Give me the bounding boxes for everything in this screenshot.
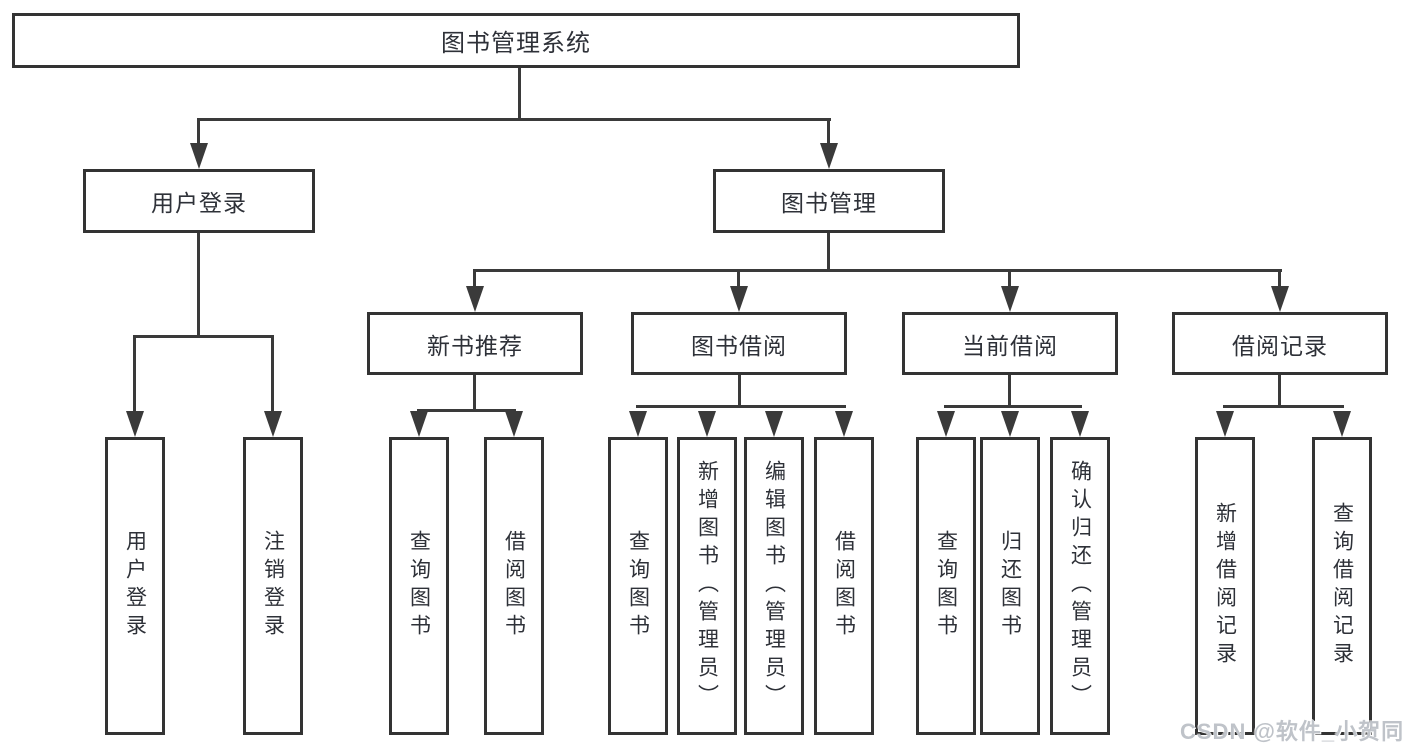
arrow-down-icon (1001, 411, 1019, 437)
connector-line (1008, 375, 1011, 407)
arrow-down-icon (730, 286, 748, 312)
arrow-down-icon (1216, 411, 1234, 437)
node-label: 注销登录 (261, 530, 285, 642)
node-label: 用户登录 (151, 190, 247, 216)
node-label: 归还图书 (998, 530, 1022, 642)
connector-line (1223, 405, 1344, 408)
arrow-down-icon (126, 411, 144, 437)
node-logout: 注销登录 (243, 437, 303, 735)
node-borrowing-records: 借阅记录 (1172, 312, 1388, 375)
arrow-down-icon (505, 411, 523, 437)
arrow-down-icon (835, 411, 853, 437)
node-query-borrow-record: 查询借阅记录 (1312, 437, 1372, 735)
connector-line (197, 118, 831, 121)
arrow-down-icon (629, 411, 647, 437)
node-confirm-return-admin: 确认归还（管理员） (1050, 437, 1110, 735)
arrow-down-icon (466, 286, 484, 312)
node-query-books-current: 查询图书 (916, 437, 976, 735)
node-borrow-books: 借阅图书 (814, 437, 874, 735)
node-label: 确认归还（管理员） (1068, 460, 1092, 712)
arrow-down-icon (698, 411, 716, 437)
node-label: 借阅记录 (1232, 332, 1328, 359)
node-label: 查询借阅记录 (1330, 502, 1354, 670)
node-add-borrow-record: 新增借阅记录 (1195, 437, 1255, 735)
arrow-down-icon (190, 143, 208, 169)
csdn-watermark: CSDN @软件_小贺同学 (1180, 719, 1405, 744)
connector-line (133, 335, 274, 338)
connector-line (1278, 375, 1281, 407)
connector-line (417, 409, 516, 412)
node-label: 查询图书 (934, 530, 958, 642)
node-new-book-recommendation: 新书推荐 (367, 312, 583, 375)
node-user-login-leaf: 用户登录 (105, 437, 165, 735)
node-label: 新增借阅记录 (1213, 502, 1237, 670)
node-query-books-recommend: 查询图书 (389, 437, 449, 735)
connector-line (473, 269, 1282, 272)
connector-line (1278, 269, 1281, 289)
node-label: 用户登录 (123, 530, 147, 642)
connector-line (518, 68, 521, 120)
connector-line (197, 118, 200, 146)
connector-line (1008, 269, 1011, 289)
node-label: 图书管理系统 (441, 30, 591, 57)
arrow-down-icon (264, 411, 282, 437)
connector-line (944, 405, 1082, 408)
arrow-down-icon (1271, 286, 1289, 312)
node-label: 图书管理 (781, 190, 877, 216)
node-book-management: 图书管理 (713, 169, 945, 233)
connector-line (271, 335, 274, 411)
node-current-borrowing: 当前借阅 (902, 312, 1118, 375)
arrow-down-icon (410, 411, 428, 437)
connector-line (473, 375, 476, 411)
connector-line (636, 405, 846, 408)
arrow-down-icon (1001, 286, 1019, 312)
node-label: 新增图书（管理员） (695, 460, 719, 712)
node-user-login: 用户登录 (83, 169, 315, 233)
connector-line (738, 375, 741, 407)
node-label: 查询图书 (626, 530, 650, 642)
connector-line (133, 335, 136, 411)
node-add-books-admin: 新增图书（管理员） (677, 437, 737, 735)
connector-line (737, 269, 740, 289)
node-query-books-borrowing: 查询图书 (608, 437, 668, 735)
node-label: 图书借阅 (691, 332, 787, 359)
connector-line (827, 118, 830, 146)
node-book-borrowing: 图书借阅 (631, 312, 847, 375)
node-return-books: 归还图书 (980, 437, 1040, 735)
arrow-down-icon (820, 143, 838, 169)
arrow-down-icon (937, 411, 955, 437)
node-label: 借阅图书 (832, 530, 856, 642)
arrow-down-icon (765, 411, 783, 437)
arrow-down-icon (1333, 411, 1351, 437)
node-label: 借阅图书 (502, 530, 526, 642)
node-label: 查询图书 (407, 530, 431, 642)
connector-line (197, 233, 200, 337)
arrow-down-icon (1071, 411, 1089, 437)
node-label: 编辑图书（管理员） (762, 460, 786, 712)
node-library-management-system: 图书管理系统 (12, 13, 1020, 68)
connector-line (827, 233, 830, 271)
node-label: 新书推荐 (427, 332, 523, 359)
node-edit-books-admin: 编辑图书（管理员） (744, 437, 804, 735)
connector-line (473, 269, 476, 289)
node-label: 当前借阅 (962, 332, 1058, 359)
node-borrow-books-recommend: 借阅图书 (484, 437, 544, 735)
